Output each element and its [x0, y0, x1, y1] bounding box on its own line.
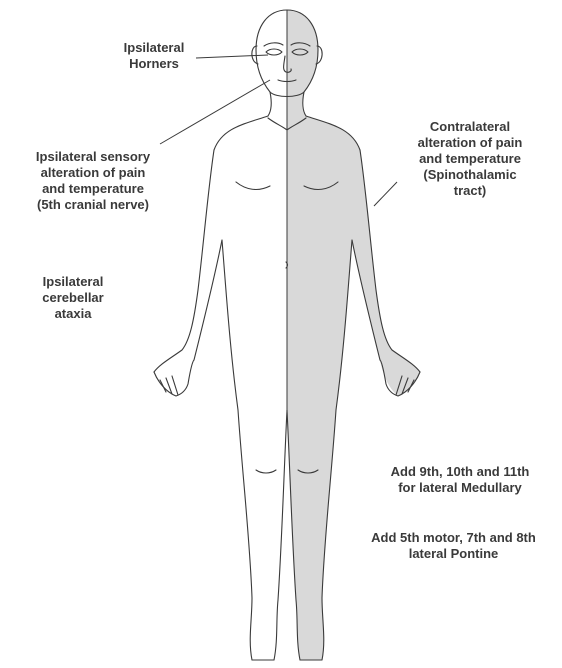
left-brow	[264, 43, 283, 46]
left-shoulder	[214, 116, 268, 150]
spinothalamic-label: Contralateral alteration of pain and tem…	[395, 119, 545, 199]
medullary-label: Add 9th, 10th and 11th for lateral Medul…	[360, 464, 560, 496]
left-knee	[256, 470, 276, 473]
spinothalamic-leader	[374, 182, 397, 206]
horner-label: Ipsilateral Horners	[95, 40, 213, 72]
left-eye	[266, 49, 282, 55]
ataxia-label: Ipsilateral cerebellar ataxia	[18, 274, 128, 322]
left-torso	[222, 240, 238, 410]
left-leg-inner	[274, 410, 287, 660]
left-leg-outer	[238, 410, 274, 660]
left-chest	[236, 182, 270, 189]
affected-half-shading	[287, 10, 420, 660]
sensory-label: Ipsilateral sensory alteration of pain a…	[8, 149, 178, 213]
neck-left	[268, 92, 271, 116]
pontine-label: Add 5th motor, 7th and 8th lateral Ponti…	[346, 530, 561, 562]
left-arm-inner	[194, 240, 222, 360]
sensory-leader	[160, 80, 270, 144]
